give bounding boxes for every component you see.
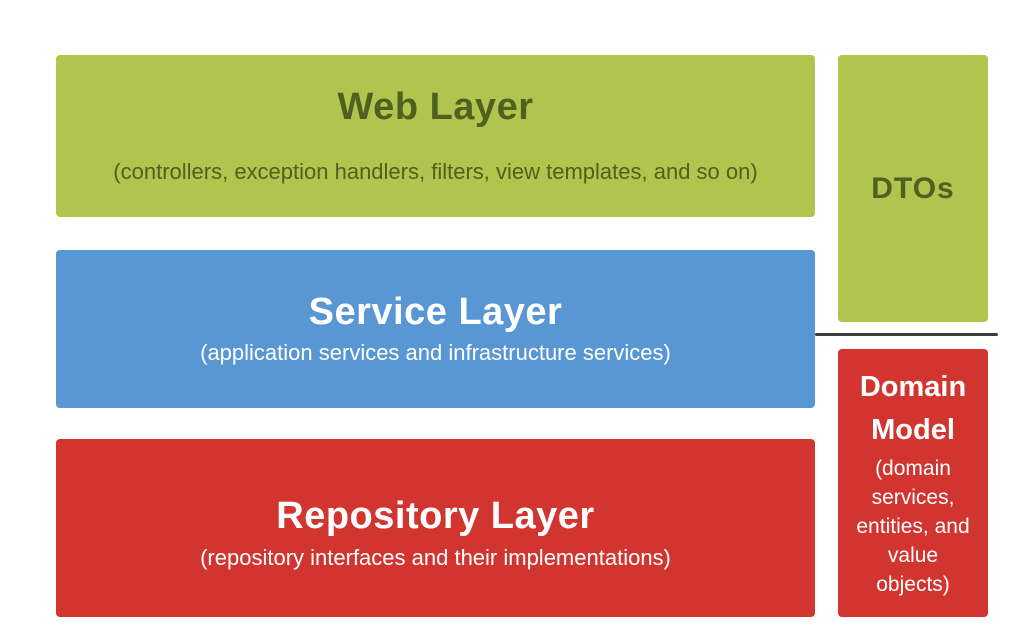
service-layer-subtitle: (application services and infrastructure… bbox=[200, 340, 671, 365]
web-layer-title: Web Layer bbox=[337, 86, 534, 129]
repository-layer-title: Repository Layer bbox=[276, 494, 595, 537]
service-layer-title: Service Layer bbox=[308, 291, 563, 334]
dtos-box: DTOs bbox=[838, 55, 988, 322]
service-layer-box: Service Layer (application services and … bbox=[56, 250, 815, 408]
web-layer-box: Web Layer (controllers, exception handle… bbox=[56, 55, 815, 217]
dtos-domain-separator-line bbox=[815, 333, 998, 336]
web-layer-subtitle: (controllers, exception handlers, filter… bbox=[113, 159, 758, 184]
domain-model-title: Domain Model bbox=[859, 371, 967, 447]
domain-model-box: Domain Model (domain services, entities,… bbox=[838, 349, 988, 617]
repository-layer-subtitle: (repository interfaces and their impleme… bbox=[200, 544, 671, 570]
domain-model-subtitle: (domain services, entities, and value ob… bbox=[856, 456, 970, 596]
repository-layer-box: Repository Layer (repository interfaces … bbox=[56, 439, 815, 617]
dtos-label: DTOs bbox=[871, 171, 955, 205]
